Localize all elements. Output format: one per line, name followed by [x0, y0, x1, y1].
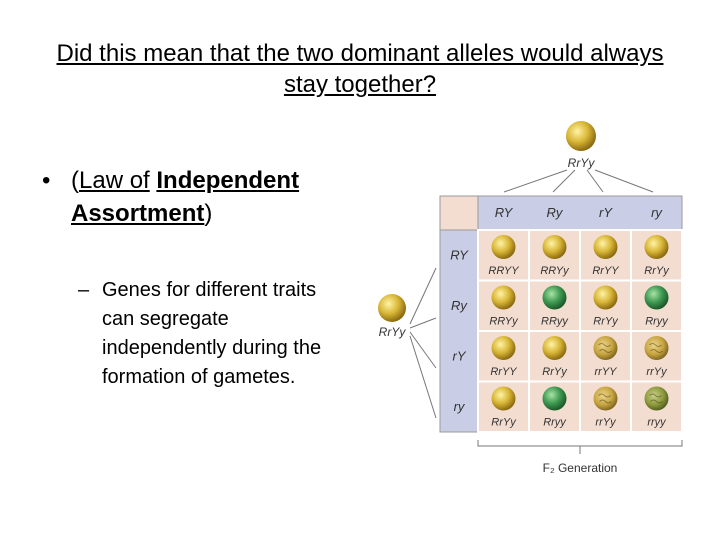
pea-yellow-wrinkled	[593, 336, 618, 360]
bullet-dot: •	[42, 167, 51, 194]
generation-label: F₂ Generation	[543, 461, 618, 475]
column-headers: RY Ry rY ry	[495, 205, 664, 220]
cell-genotype: RrYy	[491, 417, 517, 429]
law-of-text: Law of	[79, 167, 150, 194]
cell-genotype: RrYY	[592, 265, 619, 277]
pea-yellow-round	[644, 235, 669, 259]
pea-yellow-wrinkled	[644, 336, 669, 360]
cell-genotype: rrYy	[646, 366, 668, 378]
column-header-band	[477, 195, 683, 231]
column-header: RY	[495, 205, 514, 220]
punnett-cell: rrYy	[579, 380, 632, 433]
row-header: ry	[454, 399, 466, 414]
independent-text: Independent	[156, 167, 300, 194]
cell-genotype: Rryy	[543, 417, 567, 429]
pea-yellow-round	[491, 285, 516, 310]
pea-yellow-round	[491, 336, 516, 360]
pea-yellow-round	[491, 386, 516, 411]
column-header: ry	[651, 205, 663, 220]
wrinkle-mark	[598, 393, 612, 404]
pea-yellow-round	[542, 235, 567, 259]
cell-genotype: rryy	[647, 417, 667, 429]
pea-green-round	[542, 285, 567, 310]
pea-green-wrinkled	[644, 386, 669, 411]
punnett-cell: RrYy	[477, 380, 530, 433]
pea-yellow-round	[593, 235, 618, 259]
sub-bullet-text: Genes for different traits can segregate…	[102, 279, 322, 388]
cell-genotype: RrYy	[542, 366, 568, 378]
punnett-cell: RrYy	[630, 229, 683, 282]
pea-yellow-wrinkled	[593, 386, 618, 411]
pea-green-round	[542, 386, 567, 411]
column-header: rY	[599, 205, 613, 220]
cell-genotype: rrYY	[595, 366, 618, 378]
row-header-band	[439, 229, 479, 433]
assortment-text: Assortment	[71, 200, 205, 227]
wrinkle-mark	[598, 343, 612, 353]
cell-genotype: RRYy	[489, 316, 519, 328]
generation-bracket	[477, 440, 683, 454]
pea-green-round	[644, 285, 669, 310]
left-branch-lines	[409, 267, 437, 419]
dash-marker: –	[78, 279, 90, 301]
cell-genotype: RRYY	[488, 265, 519, 277]
cell-genotype: Rryy	[645, 316, 669, 328]
cell-genotype: RRYy	[540, 265, 570, 277]
cell-genotype: RRyy	[541, 316, 569, 328]
pea-yellow-round	[491, 235, 516, 259]
pea-yellow-round	[542, 336, 567, 360]
row-header: rY	[453, 348, 467, 363]
close-paren: )	[204, 200, 213, 227]
top-branch-lines	[503, 169, 654, 193]
top-parent-pea	[566, 121, 596, 151]
cell-genotype: RrYy	[644, 265, 670, 277]
row-header: RY	[450, 247, 469, 262]
row-header: Ry	[451, 298, 468, 313]
row-headers: RY Ry rY ry	[450, 247, 469, 414]
cell-border	[630, 380, 683, 433]
punnett-cell: RRyy	[528, 279, 581, 332]
top-parent-label: RrYy	[568, 156, 596, 170]
cell-genotype: RrYY	[490, 366, 517, 378]
cell-genotype: RrYy	[593, 316, 619, 328]
slide-title: Did this mean that the two dominant alle…	[56, 40, 664, 98]
punnett-cell: rryy	[630, 380, 683, 433]
left-parent-pea	[378, 294, 406, 322]
cell-genotype: rrYy	[595, 417, 617, 429]
wrinkle-mark	[649, 343, 663, 353]
wrinkle-mark	[649, 393, 663, 404]
column-header: Ry	[547, 205, 564, 220]
left-parent-label: RrYy	[379, 325, 407, 339]
open-paren: (	[71, 167, 79, 194]
pea-yellow-round	[593, 285, 618, 310]
